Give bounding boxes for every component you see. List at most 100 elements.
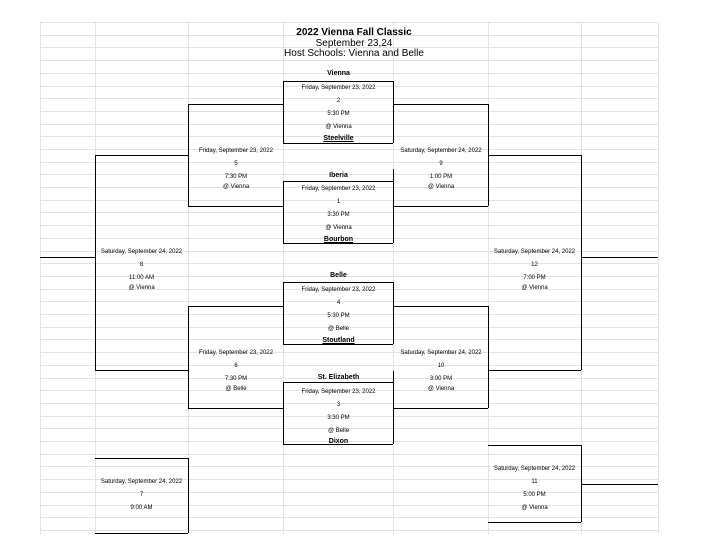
game-2-time: 5:30 PM bbox=[327, 111, 350, 117]
bracket-line bbox=[188, 306, 189, 408]
bracket-line bbox=[488, 155, 581, 156]
game-9-location: @ Vienna bbox=[427, 184, 455, 190]
game-9-time: 1:00 PM bbox=[429, 174, 453, 180]
team-belle: Belle bbox=[330, 272, 347, 279]
game-1-time: 3:30 PM bbox=[327, 212, 350, 218]
game-6-location: @ Belle bbox=[225, 386, 247, 392]
game-3-date: Friday, September 23, 2022 bbox=[301, 389, 376, 395]
bracket-line bbox=[581, 484, 658, 485]
bracket-line bbox=[393, 306, 488, 307]
game-10-location: @ Vienna bbox=[427, 386, 455, 392]
grid-row-line bbox=[40, 314, 658, 315]
game-10-time: 3:00 PM bbox=[429, 376, 453, 382]
bracket-line bbox=[188, 206, 284, 207]
game-3-time: 3:30 PM bbox=[327, 415, 350, 421]
game-1-number: 1 bbox=[336, 199, 341, 205]
game-12-date: Saturday, September 24, 2022 bbox=[493, 249, 576, 255]
grid-row-line bbox=[40, 35, 658, 36]
grid-row-line bbox=[40, 238, 658, 239]
grid-col-line bbox=[488, 22, 489, 534]
bracket-line bbox=[188, 306, 284, 307]
bracket-line bbox=[283, 81, 284, 143]
bracket-line bbox=[95, 370, 188, 371]
grid-row-line bbox=[40, 263, 658, 264]
game-8-time: 11:00 AM bbox=[129, 275, 154, 281]
game-10-date: Saturday, September 24, 2022 bbox=[400, 350, 482, 356]
grid-row-line bbox=[40, 327, 658, 328]
bracket-line bbox=[188, 104, 284, 105]
bracket-line bbox=[393, 81, 394, 143]
bracket-line bbox=[283, 282, 393, 283]
grid-row-line bbox=[40, 289, 658, 290]
game-12-number: 12 bbox=[531, 262, 538, 268]
grid-row-line bbox=[40, 124, 658, 125]
team-dixon: Dixon bbox=[328, 438, 349, 445]
bracket-line bbox=[581, 445, 582, 522]
game-8-date: Saturday, September 24, 2022 bbox=[100, 249, 183, 255]
bracket-line bbox=[393, 408, 488, 409]
bracket-line bbox=[283, 344, 393, 345]
game-8-number: 8 bbox=[139, 262, 144, 268]
grid-row-line bbox=[40, 162, 658, 163]
bracket-line bbox=[393, 104, 488, 105]
game-10-number: 10 bbox=[437, 363, 445, 369]
grid-row-line bbox=[40, 174, 658, 175]
grid-col-line bbox=[658, 22, 659, 534]
game-9-date: Saturday, September 24, 2022 bbox=[400, 148, 482, 154]
grid-row-line bbox=[40, 505, 658, 506]
grid-col-line bbox=[393, 22, 394, 534]
game-2-number: 2 bbox=[336, 98, 341, 104]
tournament-dates: September 23,24 bbox=[315, 38, 393, 49]
game-5-location: @ Vienna bbox=[222, 184, 250, 190]
grid-row-line bbox=[40, 276, 658, 277]
grid-row-line bbox=[40, 98, 658, 99]
grid-col-line bbox=[40, 22, 41, 534]
grid-col-line bbox=[283, 22, 284, 534]
grid-row-line bbox=[40, 301, 658, 302]
bracket-line bbox=[488, 445, 581, 446]
grid-row-line bbox=[40, 441, 658, 442]
host-schools: Host Schools: Vienna and Belle bbox=[284, 48, 424, 59]
grid-row-line bbox=[40, 378, 658, 379]
grid-row-line bbox=[40, 492, 658, 493]
game-5-number: 5 bbox=[234, 161, 238, 167]
game-11-time: 5:00 PM bbox=[523, 492, 546, 498]
grid-row-line bbox=[40, 416, 658, 417]
bracket-line bbox=[95, 458, 188, 459]
game-9-number: 9 bbox=[439, 161, 443, 167]
team-iberia: Iberia bbox=[329, 172, 348, 179]
bracket-line bbox=[40, 257, 96, 258]
bracket-line bbox=[283, 243, 393, 244]
game-7-date: Saturday, September 24, 2022 bbox=[100, 479, 183, 485]
grid-row-line bbox=[40, 86, 658, 87]
bracket-line bbox=[581, 155, 582, 370]
tournament-title: 2022 Vienna Fall Classic bbox=[296, 27, 412, 38]
grid-row-line bbox=[40, 200, 658, 201]
game-12-location: @ Vienna bbox=[521, 285, 548, 291]
bracket-line bbox=[283, 181, 393, 182]
game-4-location: @ Belle bbox=[327, 326, 350, 332]
game-3-location: @ Belle bbox=[327, 428, 350, 434]
bracket-line bbox=[188, 104, 189, 206]
game-1-date: Friday, September 23, 2022 bbox=[301, 186, 376, 192]
grid-row-line bbox=[40, 47, 658, 48]
grid-row-line bbox=[40, 111, 658, 112]
grid-row-line bbox=[40, 403, 658, 404]
bracket-line bbox=[95, 155, 188, 156]
game-4-number: 4 bbox=[336, 300, 341, 306]
grid-row-line bbox=[40, 60, 658, 61]
grid-row-line bbox=[40, 187, 658, 188]
grid-row-line bbox=[40, 365, 658, 366]
game-7-time: 9:00 AM bbox=[130, 505, 153, 511]
grid-row-line bbox=[40, 530, 658, 531]
game-4-date: Friday, September 23, 2022 bbox=[301, 287, 376, 293]
bracket-line bbox=[393, 206, 488, 207]
grid-col-line bbox=[188, 22, 189, 534]
bracket-line bbox=[283, 282, 284, 344]
game-11-date: Saturday, September 24, 2022 bbox=[493, 466, 576, 472]
bracket-line bbox=[95, 155, 96, 370]
grid-row-line bbox=[40, 339, 658, 340]
bracket-line bbox=[488, 306, 489, 408]
bracket-line bbox=[283, 181, 284, 243]
grid-row-line bbox=[40, 454, 658, 455]
